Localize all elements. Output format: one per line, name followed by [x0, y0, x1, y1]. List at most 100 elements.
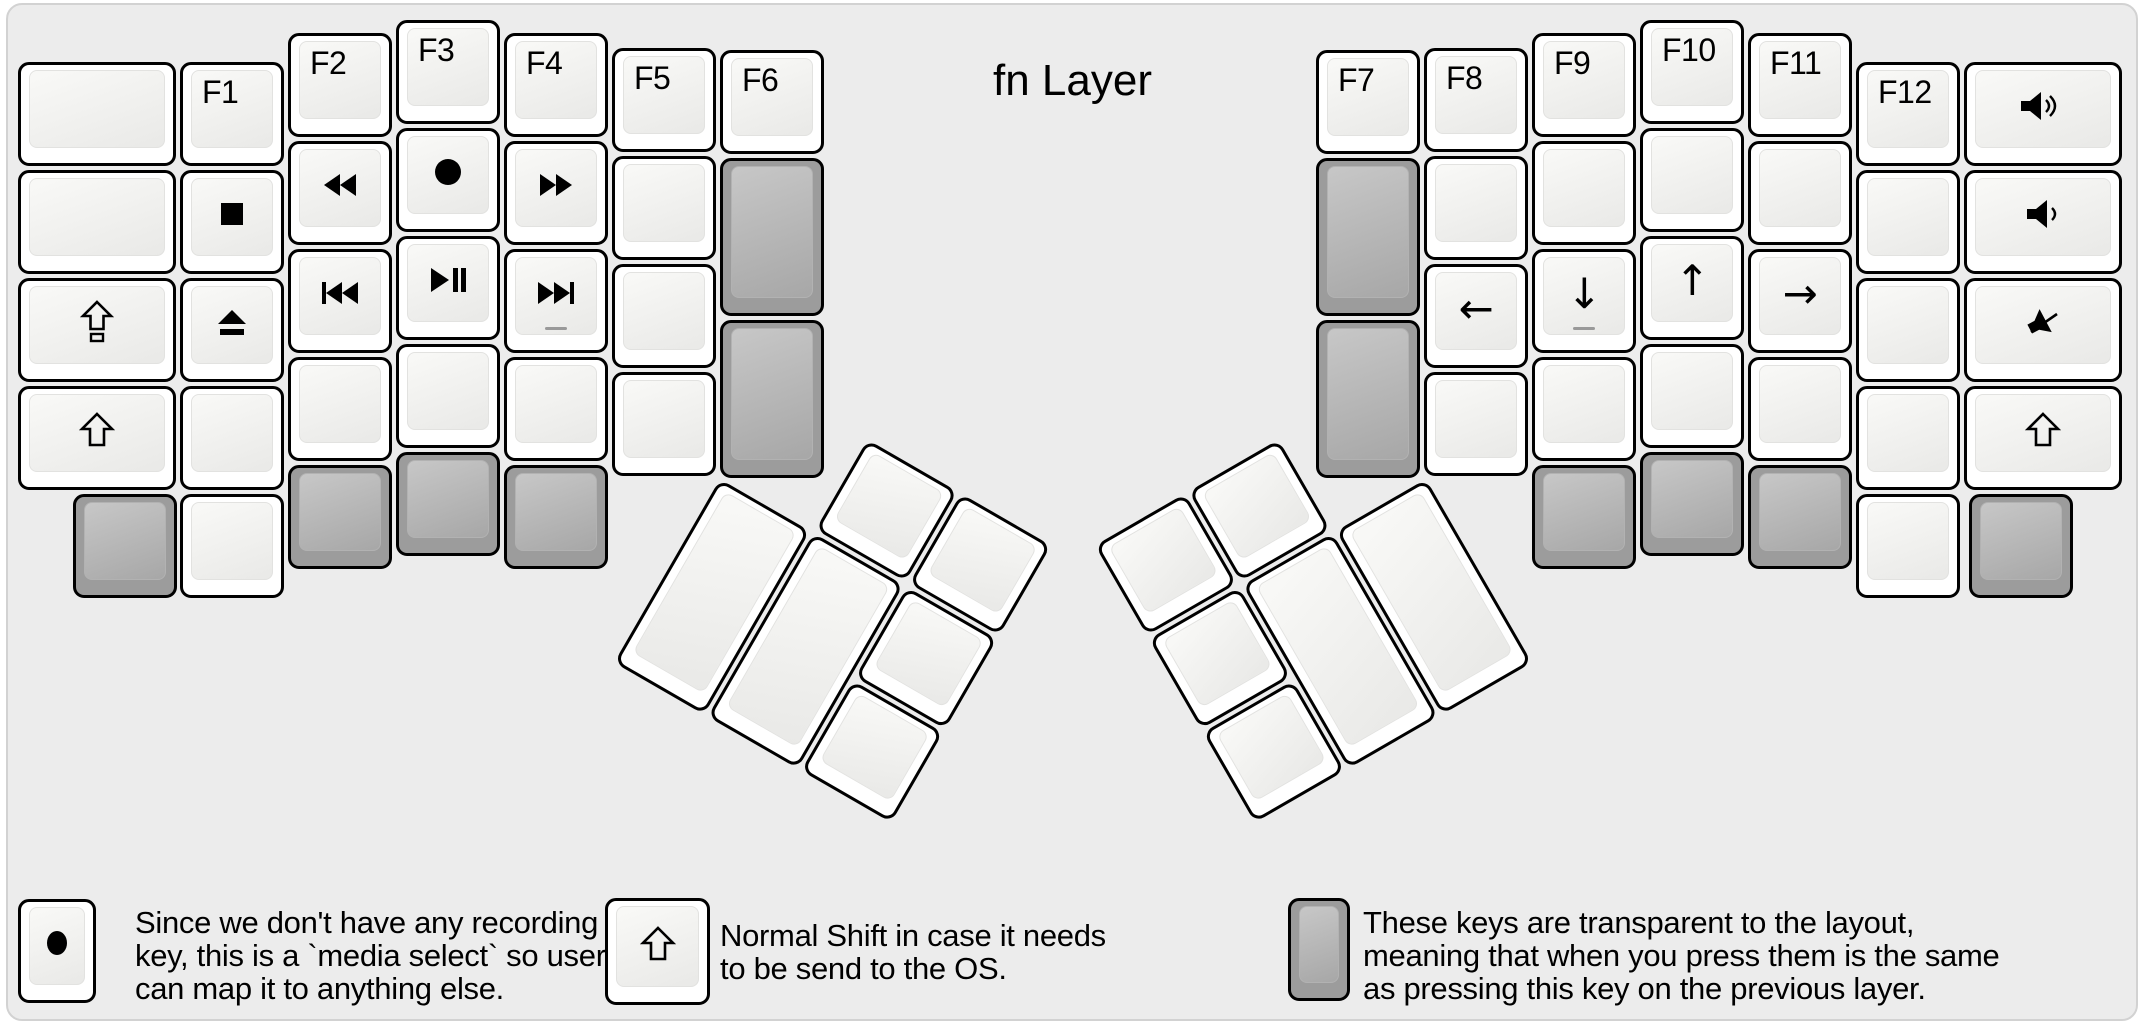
key-legend-shift [605, 898, 710, 1005]
keycap-face: ↓ [1543, 257, 1625, 335]
key-transparent[interactable] [288, 465, 392, 569]
key-shift-right[interactable] [1964, 386, 2122, 490]
key-mute[interactable] [1964, 278, 2122, 382]
key-transparent[interactable] [1969, 494, 2073, 598]
key-f1[interactable]: F1 [180, 62, 284, 166]
key-fast-forward[interactable] [504, 141, 608, 245]
keycap-face: F3 [407, 28, 489, 106]
key-stop[interactable] [180, 170, 284, 274]
key-blank[interactable] [612, 264, 716, 368]
vol-down-icon [2026, 199, 2060, 229]
key-label: F2 [310, 45, 347, 81]
key-f9[interactable]: F9 [1532, 33, 1636, 137]
keycap-face [616, 906, 699, 987]
key-shift-left[interactable] [18, 386, 176, 490]
key-transparent[interactable] [720, 320, 824, 478]
keycap-face: F6 [731, 58, 813, 136]
key-blank[interactable] [1532, 141, 1636, 245]
key-f12[interactable]: F12 [1856, 62, 1960, 166]
key-blank[interactable] [1856, 170, 1960, 274]
shift-icon [78, 412, 116, 448]
key-transparent[interactable] [396, 452, 500, 556]
key-blank[interactable] [1856, 494, 1960, 598]
key-arrow-up[interactable]: ↑ [1640, 236, 1744, 340]
record-small-icon [46, 930, 68, 956]
key-blank[interactable] [612, 372, 716, 476]
key-label: ↑ [1674, 256, 1710, 305]
key-volume-down[interactable] [1964, 170, 2122, 274]
key-transparent[interactable] [504, 465, 608, 569]
keycap-face [407, 136, 489, 214]
key-f10[interactable]: F10 [1640, 20, 1744, 124]
key-rewind[interactable] [288, 141, 392, 245]
key-blank[interactable] [1640, 344, 1744, 448]
keycap-face [191, 178, 273, 256]
key-blank[interactable] [1640, 128, 1744, 232]
keycap-face [29, 394, 165, 472]
key-blank[interactable] [612, 156, 716, 260]
key-arrow-right[interactable]: → [1748, 249, 1852, 353]
key-blank[interactable] [1424, 372, 1528, 476]
key-f7[interactable]: F7 [1316, 50, 1420, 154]
stop-icon [220, 202, 244, 226]
key-f4[interactable]: F4 [504, 33, 608, 137]
ff-icon [539, 173, 573, 197]
keycap-face [1299, 906, 1339, 983]
key-transparent[interactable] [1748, 465, 1852, 569]
key-prev-track[interactable] [288, 249, 392, 353]
homing-dash [545, 327, 567, 330]
key-label: F12 [1878, 74, 1932, 110]
key-blank[interactable] [504, 357, 608, 461]
key-arrow-down[interactable]: ↓ [1532, 249, 1636, 353]
key-f6[interactable]: F6 [720, 50, 824, 154]
keycap-face [1543, 473, 1625, 551]
key-next-track[interactable] [504, 249, 608, 353]
key-f3[interactable]: F3 [396, 20, 500, 124]
key-eject[interactable] [180, 278, 284, 382]
keycap-face [191, 394, 273, 472]
key-label: F9 [1554, 45, 1591, 81]
key-label: F5 [634, 60, 671, 96]
key-play-pause[interactable] [396, 236, 500, 340]
key-blank[interactable] [1856, 386, 1960, 490]
key-f2[interactable]: F2 [288, 33, 392, 137]
eject-icon [217, 309, 247, 336]
key-blank[interactable] [180, 494, 284, 598]
key-blank[interactable] [1856, 278, 1960, 382]
vol-up-icon [2020, 91, 2066, 121]
key-transparent[interactable] [73, 494, 177, 598]
key-transparent[interactable] [1316, 320, 1420, 478]
key-transparent[interactable] [720, 158, 824, 316]
key-label: ← [1458, 284, 1494, 333]
key-label: F6 [742, 62, 779, 98]
key-blank[interactable] [180, 386, 284, 490]
key-blank[interactable] [18, 62, 176, 166]
key-f5[interactable]: F5 [612, 48, 716, 152]
key-transparent[interactable] [1532, 465, 1636, 569]
keycap-face [29, 286, 165, 364]
key-blank[interactable] [1532, 357, 1636, 461]
key-label: → [1782, 269, 1818, 318]
key-arrow-left[interactable]: ← [1424, 264, 1528, 368]
key-blank[interactable] [1748, 141, 1852, 245]
key-transparent[interactable] [1316, 158, 1420, 316]
caps-icon [78, 300, 116, 344]
key-f11[interactable]: F11 [1748, 33, 1852, 137]
key-record[interactable] [396, 128, 500, 232]
key-capslock[interactable] [18, 278, 176, 382]
key-blank[interactable] [1748, 357, 1852, 461]
keycap-face: ← [1435, 272, 1517, 350]
key-transparent[interactable] [1640, 452, 1744, 556]
key-blank[interactable] [288, 357, 392, 461]
legend-text-line: key, this is a `media select` so user [135, 938, 606, 973]
keycap-face [515, 365, 597, 443]
key-blank[interactable] [1424, 156, 1528, 260]
key-blank[interactable] [396, 344, 500, 448]
keycap-face [1980, 502, 2062, 580]
keycap-face [1867, 178, 1949, 256]
key-blank[interactable] [18, 170, 176, 274]
keycap-face [515, 257, 597, 335]
key-f8[interactable]: F8 [1424, 48, 1528, 152]
key-volume-up[interactable] [1964, 62, 2122, 166]
